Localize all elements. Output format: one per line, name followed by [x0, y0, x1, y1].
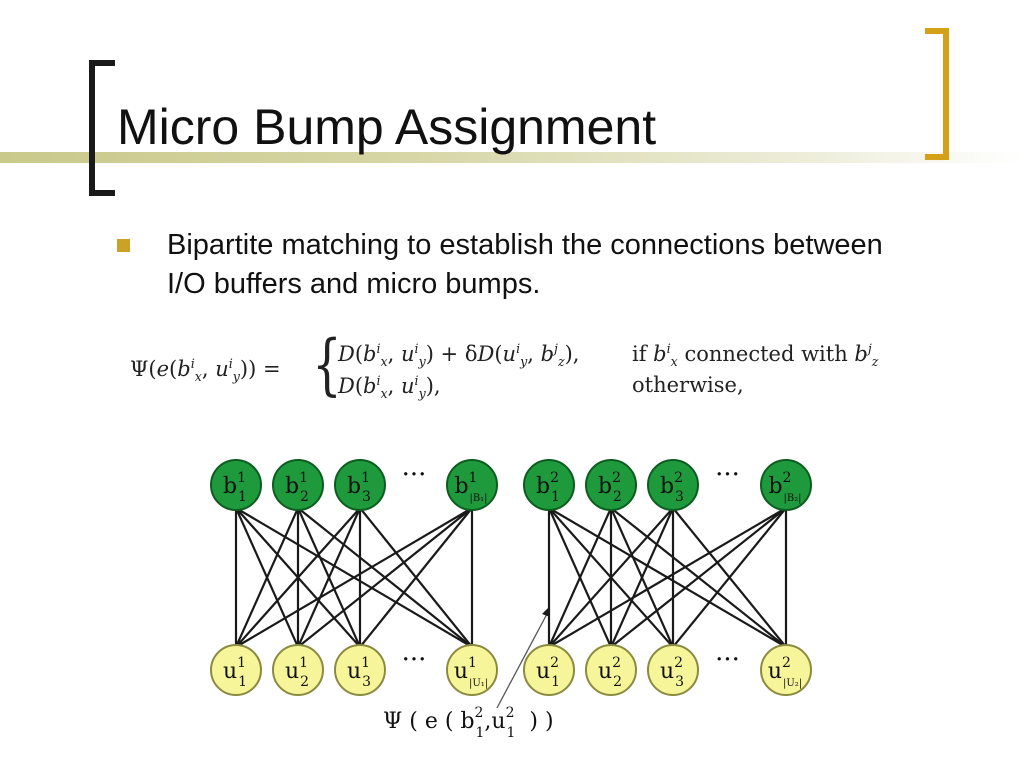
bump-node-g1-3 [334, 644, 386, 696]
formula-lhs: Ψ(e(bix, uiy)) = [130, 356, 281, 385]
bump-node-g1-1 [210, 644, 262, 696]
buffer-node-g1-4 [446, 459, 498, 511]
ellipsis-g2-top: ··· [715, 460, 740, 490]
buffer-node-g2-4-label: b2|B₂| [768, 470, 801, 504]
buffer-node-g1-2 [272, 459, 324, 511]
edge-g2-b3-u2 [609, 507, 675, 648]
edge-g2-b2-u1 [547, 507, 613, 648]
edge-g1-b3-u2 [296, 507, 362, 648]
bump-node-g1-4 [446, 644, 498, 696]
edge-g1-b3-u1 [235, 507, 361, 648]
left-bracket-decoration [89, 60, 115, 196]
formula-case2-condition: otherwise, [632, 373, 744, 397]
edge-g1-b4-u1 [235, 507, 473, 648]
buffer-node-g2-3 [647, 459, 699, 511]
bullet-text: Bipartite matching to establish the conn… [167, 229, 883, 300]
edge-g1-b4-u2 [297, 507, 473, 648]
edge-g1-b2-u1 [234, 507, 300, 648]
formula-case1-condition: if bix connected with bjz [632, 341, 879, 370]
bump-node-g2-2 [585, 644, 637, 696]
page-title: Micro Bump Assignment [117, 99, 657, 155]
edges-layer [234, 507, 788, 648]
title-underline-band [0, 152, 1024, 163]
bump-node-g1-2 [272, 644, 324, 696]
buffer-node-g1-4-label: b1|B₁| [454, 470, 487, 504]
buffer-node-g1-3 [334, 459, 386, 511]
cost-function-formula: Ψ(e(bix, uiy)) = { D(bix, uiy) + δD(uiy,… [130, 330, 920, 406]
ellipsis-g1-bottom: ··· [402, 645, 427, 675]
ellipsis-g2-bottom: ··· [715, 645, 740, 675]
annotation-leader-line [496, 611, 549, 709]
buffer-node-g2-2 [585, 459, 637, 511]
buffer-node-g2-4 [760, 459, 812, 511]
edge-g2-b3-u1 [548, 507, 674, 648]
edge-g2-b4-u2 [610, 507, 787, 648]
bump-node-g2-1 [523, 644, 575, 696]
bump-node-g2-4-label: u2|U₂| [768, 655, 802, 689]
bump-node-g2-3 [647, 644, 699, 696]
buffer-node-g2-1 [523, 459, 575, 511]
annotation-arrowhead [542, 606, 550, 617]
formula-case2-expression: D(bix, uiy), [338, 373, 441, 402]
bump-node-g1-4-label: u1|U₁| [454, 655, 488, 689]
formula-brace: { [312, 326, 342, 403]
bump-node-g2-4 [760, 644, 812, 696]
formula-case1-expression: D(bix, uiy) + δD(uiy, bjz), [338, 341, 580, 370]
right-bracket-decoration [925, 28, 949, 160]
buffer-node-g1-1 [210, 459, 262, 511]
edge-g2-b4-u1 [548, 507, 787, 648]
edge-g1-b4-u3 [359, 507, 473, 648]
ellipsis-g1-top: ··· [402, 460, 427, 490]
edge-g2-b4-u3 [672, 507, 787, 648]
bullet-square-icon [117, 239, 130, 252]
